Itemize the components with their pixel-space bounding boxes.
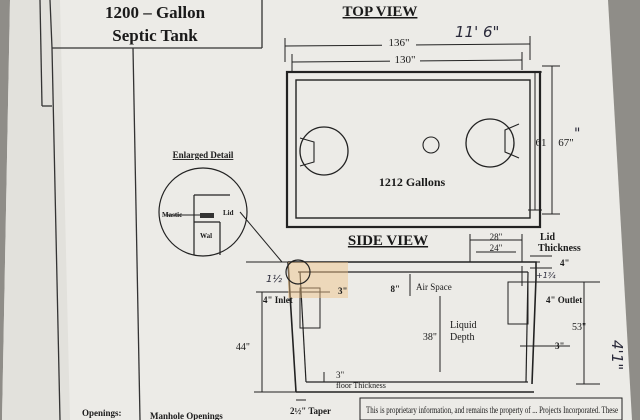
dim-136-bg — [382, 36, 416, 48]
tank-inner-wall — [295, 79, 531, 219]
inlet-height-dim: 44" — [236, 342, 250, 353]
lid-thickness-dim: 4" — [560, 258, 570, 268]
lid-inner-dim: 24" — [490, 243, 503, 253]
inlet-baffle — [299, 137, 315, 167]
liquid-depth-dim: 38" — [423, 332, 437, 343]
title-block-lines — [39, 0, 263, 420]
detail-callout-circle — [285, 259, 311, 285]
top-view-heading: TOP VIEW — [343, 4, 418, 20]
enlarged-detail-heading: Enlarged Detail — [173, 150, 234, 160]
wall-right-dim: 3" — [555, 341, 565, 351]
side-view-tank — [246, 261, 600, 401]
overall-height-dim: 53" — [572, 322, 586, 333]
manhole-openings-label: Manhole Openings — [150, 411, 223, 420]
title-line2: Septic Tank — [112, 26, 198, 45]
openings-label: Openings: — [82, 408, 122, 418]
air-space-dim: 8" — [391, 284, 401, 294]
mastic-label: Mastic — [162, 211, 182, 219]
outlet-label: 4" Outlet — [546, 295, 582, 305]
handwritten-inlet: 1½ — [266, 273, 282, 285]
capacity-label: 1212 Gallons — [379, 175, 446, 189]
handwritten-lid-tk: +1¾ — [536, 271, 556, 280]
lid-thickness-line2: Thickness — [538, 243, 581, 254]
top-view-tank — [285, 70, 542, 229]
handwritten-length: 11' 6" — [455, 23, 499, 41]
tank-outer-wall — [285, 70, 542, 229]
dim-width-outer: 67" — [558, 137, 574, 149]
floor-thickness-label: floor Thickness — [336, 381, 386, 390]
inlet-baffle-section — [299, 287, 321, 329]
handwritten-height: 4'1" — [608, 340, 626, 370]
outlet-baffle — [504, 123, 520, 159]
side-view-heading: SIDE VIEW — [348, 233, 428, 249]
lid-thickness-line1: Lid — [540, 232, 555, 243]
liquid-depth-label: Liquid Depth — [450, 320, 479, 343]
inlet-drop-dim: 3" — [338, 286, 348, 296]
center-port — [422, 136, 440, 154]
paper-shadow — [2, 0, 70, 420]
liquid-depth-line1: Liquid — [450, 320, 477, 331]
inlet-label: 4" Inlet — [263, 295, 293, 305]
inlet-highlight — [288, 262, 348, 298]
air-space-label: Air Space — [416, 282, 452, 292]
lid-thickness-label: Lid Thickness — [538, 232, 581, 254]
top-view-dimension-lines — [284, 36, 560, 215]
lid-label: Lid — [223, 209, 234, 217]
handwritten-width-mark: " — [574, 126, 580, 142]
outlet-manhole — [465, 118, 515, 168]
dim-overall-length: 136" — [389, 37, 410, 49]
proprietary-notice: This is proprietary information, and rem… — [366, 405, 618, 416]
liquid-depth-line2: Depth — [450, 332, 474, 343]
proprietary-notice-box — [359, 397, 623, 420]
inlet-manhole — [299, 126, 349, 176]
outlet-baffle-section — [507, 281, 529, 325]
dim-130-bg — [390, 54, 420, 66]
taper-label: 2½" Taper — [290, 406, 331, 416]
floor-dim: 3" — [336, 370, 345, 380]
enlarged-detail-graphic — [158, 167, 283, 263]
mastic-bead — [200, 213, 214, 218]
lid-outer-dim: 28" — [490, 232, 503, 242]
wall-label: Wal — [200, 232, 212, 240]
title-line1: 1200 – Gallon — [105, 3, 206, 22]
dim-inner-length: 130" — [395, 54, 416, 66]
